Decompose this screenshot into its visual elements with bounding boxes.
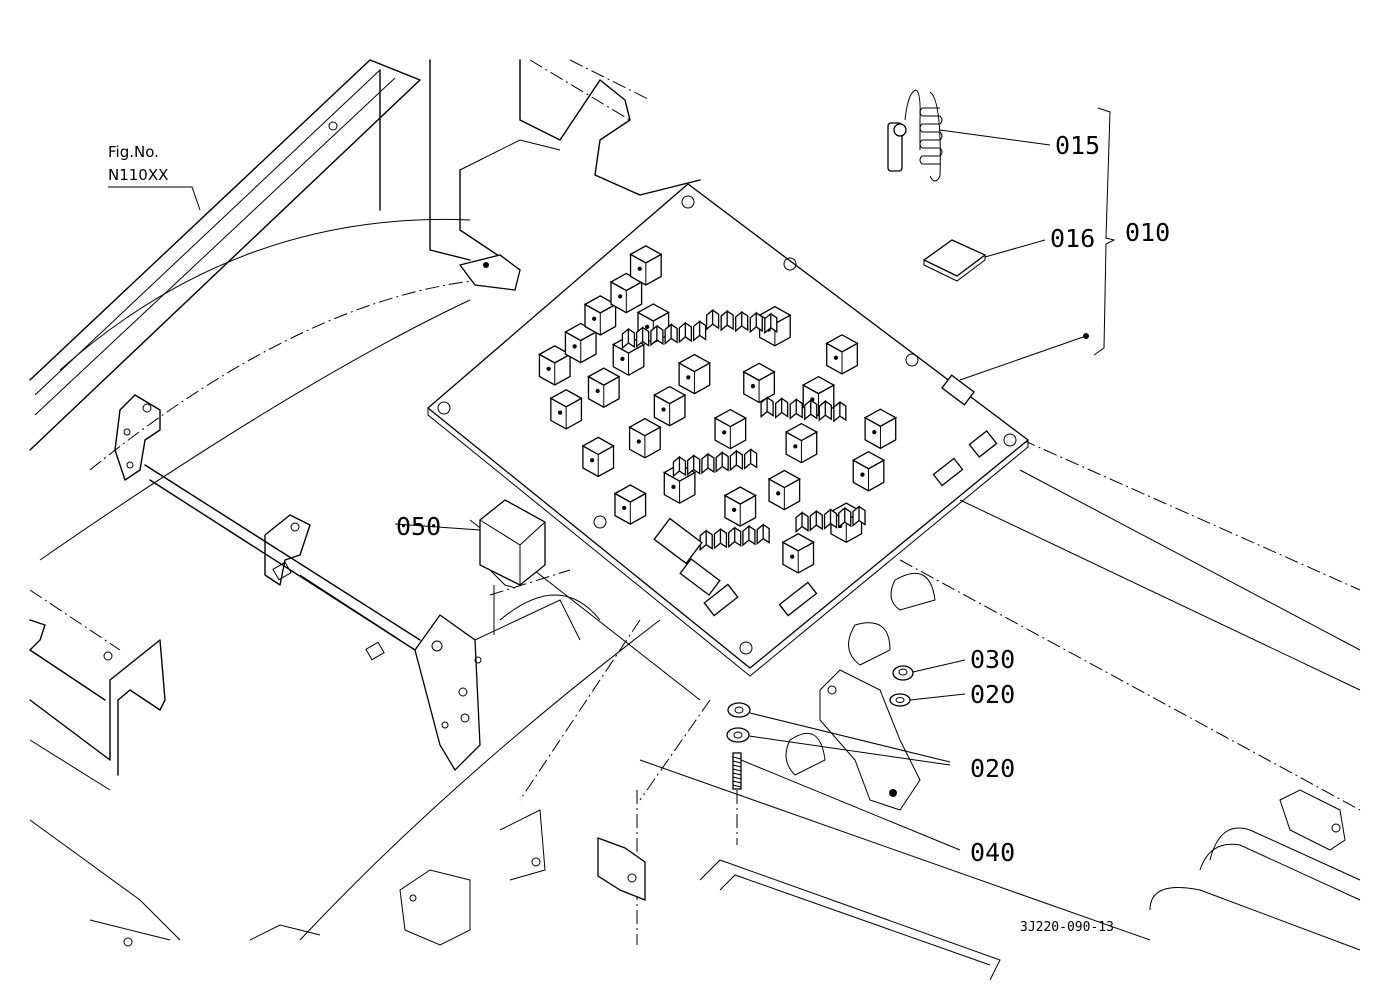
board-relay [629, 245, 663, 286]
board-relay [863, 408, 898, 450]
callout-010[interactable]: 010 [1125, 218, 1170, 247]
callout-040[interactable]: 040 [970, 838, 1015, 867]
board-relay [564, 322, 598, 364]
drawing-code: 3J220-090-13 [1020, 920, 1114, 935]
board-fuse [713, 527, 728, 550]
board-fuse [804, 398, 818, 421]
figure-reference: Fig.No. N110XX [108, 143, 201, 211]
board-fuse [795, 511, 809, 533]
board-fuse [818, 399, 832, 422]
board-relay [538, 345, 572, 386]
board-relay [653, 385, 687, 427]
board-fuse [749, 311, 763, 334]
board-fuse [720, 309, 734, 332]
fuse-puller-part [887, 89, 943, 182]
callout-020-upper[interactable]: 020 [970, 680, 1015, 709]
callout-015[interactable]: 015 [1055, 131, 1100, 160]
board-fuse [775, 397, 789, 419]
figure-ref-number: N110XX [108, 166, 168, 184]
board-fuse [735, 310, 749, 333]
board-relay [609, 272, 643, 314]
connector-blocks [653, 374, 998, 617]
board-relay [549, 389, 583, 430]
fastener-parts [726, 665, 914, 845]
board-fuse [687, 454, 701, 476]
board-fuse [742, 524, 756, 547]
callout-050[interactable]: 050 [396, 512, 441, 541]
board-relay [713, 408, 747, 450]
board-relay [587, 367, 621, 408]
board-fuse [756, 523, 770, 545]
board-fuse [728, 526, 742, 549]
board-relay [581, 436, 615, 478]
board-fuse [701, 452, 715, 475]
board-fuse [672, 455, 687, 478]
board-relay [723, 486, 757, 527]
board-relay [767, 469, 801, 511]
callout-016[interactable]: 016 [1050, 224, 1095, 253]
board-fuse [852, 505, 866, 527]
board-relay [825, 334, 859, 375]
label-plate-part [922, 239, 987, 282]
frame-structure [29, 59, 1361, 981]
board-fuse [789, 398, 803, 420]
callout-020-lower[interactable]: 020 [970, 754, 1015, 783]
board-relay [851, 450, 886, 492]
board-fuse [838, 506, 852, 529]
board-fuse [833, 400, 847, 423]
board-fuse [678, 321, 693, 344]
board-fuse [729, 449, 744, 472]
board-relay [742, 362, 776, 404]
board-fuse [715, 451, 729, 473]
board-fuse [692, 320, 707, 342]
board-fuse [760, 396, 774, 418]
board-fuse [743, 448, 758, 470]
relay-part [479, 499, 546, 589]
board-relay [613, 484, 647, 525]
figure-ref-label: Fig.No. [108, 143, 159, 161]
board-fuse [699, 529, 713, 552]
board-fuses [621, 308, 866, 552]
board-fuse [664, 323, 678, 345]
board-relay [628, 417, 662, 459]
board-fuse [621, 327, 636, 350]
board-relay [677, 353, 712, 395]
board-relay [781, 533, 815, 574]
relay-board [426, 183, 1030, 677]
board-fuse [650, 324, 664, 347]
leader-lines [394, 107, 1116, 851]
board-relay [784, 422, 819, 464]
board-fuse [809, 509, 823, 532]
board-relay [583, 295, 617, 336]
callout-030[interactable]: 030 [970, 645, 1015, 674]
board-fuse [764, 312, 778, 335]
board-fuse [705, 308, 720, 331]
board-fuse [823, 508, 838, 530]
board-fuse [635, 326, 650, 348]
